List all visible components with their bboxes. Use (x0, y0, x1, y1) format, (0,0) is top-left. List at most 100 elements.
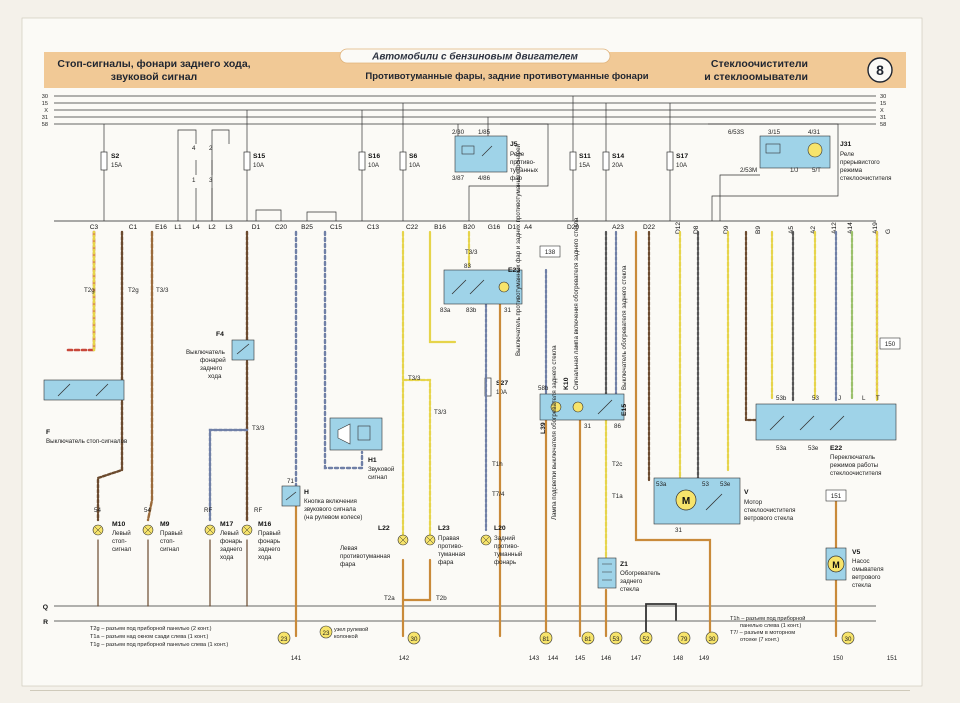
svg-text:T2a: T2a (384, 595, 395, 602)
svg-text:Реле: Реле (510, 151, 525, 158)
relay-j5: 2/30 1/85 3/87 4/86 J5 Реле противо- тум… (452, 117, 549, 221)
fuse-s17: S17 10A (666, 103, 688, 221)
conn-d20: D20 (567, 224, 579, 231)
svg-text:53e: 53e (720, 481, 731, 488)
svg-text:1/85: 1/85 (478, 129, 491, 136)
svg-text:туманных: туманных (510, 167, 539, 174)
sheet-number: 8 (876, 62, 884, 78)
svg-text:звукового сигнала: звукового сигнала (304, 506, 357, 513)
right-title-line1: Стеклоочистители (711, 58, 808, 70)
bus-labels: 30 15 X 31 58 30 15 X 31 58 Q R (42, 94, 886, 626)
notes-left: T2g – разъем под приборной панелью (2 ко… (90, 625, 228, 648)
svg-text:23: 23 (281, 636, 288, 643)
svg-text:узел рулевой: узел рулевой (334, 626, 368, 633)
conn-b25: B25 (301, 224, 313, 231)
svg-text:T: T (876, 395, 880, 402)
svg-text:71: 71 (287, 478, 294, 485)
wiper-switch-e22: 53b 53 J T 53a 53e L E22 Переключатель р… (755, 395, 897, 477)
wiper-motor-v: M 53a 53 53e 31 V Мотор стеклоочистителя… (653, 477, 796, 534)
svg-text:противотуманная: противотуманная (340, 553, 390, 560)
svg-text:L39: L39 (540, 422, 547, 434)
svg-text:S11: S11 (579, 153, 591, 160)
svg-text:H: H (304, 489, 309, 496)
svg-text:сигнал: сигнал (112, 546, 132, 553)
connector-labels: C3 C1 E16 L1 L4 L2 L3 D1 C20 B25 C15 C13… (90, 224, 656, 231)
svg-text:колонкой: колонкой (334, 633, 358, 640)
lamps: 54 M10 Левый стоп- сигнал 54 M9 Правый с… (92, 507, 523, 568)
svg-text:фонарь: фонарь (220, 538, 242, 545)
svg-text:T1a – разъем над окном сзади с: T1a – разъем над окном сзади слева (1 ко… (90, 634, 209, 640)
svg-text:15A: 15A (579, 162, 591, 169)
conn-d8: D8 (693, 225, 700, 234)
svg-text:S6: S6 (409, 153, 418, 160)
svg-text:сигнал: сигнал (368, 474, 388, 481)
svg-text:1/J: 1/J (790, 167, 798, 174)
svg-text:фонарь: фонарь (494, 559, 516, 566)
svg-text:J: J (838, 395, 841, 402)
header: Автомобили с бензиновым двигателем Стоп-… (44, 48, 906, 88)
svg-text:Правый: Правый (160, 530, 183, 537)
svg-text:10A: 10A (368, 162, 380, 169)
svg-text:T2c: T2c (612, 461, 622, 468)
bus-label-30-right: 30 (880, 94, 886, 100)
svg-text:F4: F4 (216, 331, 224, 338)
svg-text:T2b: T2b (436, 595, 447, 602)
conn-b16: B16 (434, 224, 446, 231)
conn-l4: L4 (192, 224, 200, 231)
svg-text:заднего: заднего (620, 578, 643, 585)
relay-j5-id: J5 (510, 141, 518, 148)
bus-lines (54, 95, 876, 622)
svg-text:146: 146 (601, 655, 612, 662)
svg-text:2/53M: 2/53M (740, 167, 757, 174)
side-refs: 138 150 151 (539, 245, 901, 502)
relay-j31-id: J31 (840, 141, 852, 148)
svg-text:T1g – разъем под приборной пан: T1g – разъем под приборной панелью слева… (90, 641, 228, 648)
svg-text:15A: 15A (111, 162, 123, 169)
svg-text:3/87: 3/87 (452, 175, 465, 182)
svg-text:10A: 10A (253, 162, 265, 169)
svg-text:L20: L20 (494, 525, 506, 532)
svg-text:фонарей: фонарей (200, 357, 226, 364)
rear-heater-switch-block: 58b 31 86 L39 Лампа подсветки выключател… (538, 217, 628, 520)
conn-c15: C15 (330, 224, 342, 231)
svg-text:T3/3: T3/3 (408, 375, 421, 382)
svg-text:Мотор: Мотор (744, 499, 763, 506)
wire-markers: T2g T2g T3/3 T3/3 T3/3 T3/3 T3/3 T1h T7/… (84, 249, 623, 602)
wires (64, 230, 879, 638)
center-subtitle: Противотуманные фары, задние противотума… (365, 71, 648, 82)
bus-label-58-right: 58 (880, 122, 886, 128)
svg-text:T1h – разъем под приборной: T1h – разъем под приборной (730, 615, 805, 622)
svg-text:сигнал: сигнал (160, 546, 180, 553)
lamp-l20: L20 Задний противо- туманный фонарь (480, 525, 523, 566)
svg-text:стеклоочистителя: стеклоочистителя (830, 470, 882, 477)
svg-text:M17: M17 (220, 521, 233, 528)
conn-d9: D9 (723, 225, 730, 234)
svg-text:хода: хода (220, 554, 234, 561)
svg-text:S14: S14 (612, 153, 624, 160)
conn-a23: A23 (612, 224, 624, 231)
svg-text:148: 148 (673, 655, 684, 662)
svg-text:E22: E22 (830, 445, 842, 452)
conn-a5: A5 (788, 226, 795, 234)
svg-text:T3/3: T3/3 (252, 425, 265, 432)
svg-text:79: 79 (681, 636, 688, 643)
conn-b20: B20 (463, 224, 475, 231)
fuse-s15: S15 10A (243, 110, 265, 221)
svg-text:23: 23 (323, 630, 330, 637)
svg-text:стеклоочистителя: стеклоочистителя (840, 175, 892, 182)
svg-text:52: 52 (643, 636, 650, 643)
conn-d1-b: D1 (508, 224, 517, 231)
l-term-1: 1 (192, 177, 196, 184)
bus-label-31: 31 (42, 115, 48, 121)
fuse-s16: S16 10A (358, 110, 380, 221)
conn-d1: D1 (252, 224, 261, 231)
fuse-s6: S6 10A (399, 103, 421, 221)
bus-label-x-right: X (880, 108, 884, 114)
conn-c13: C13 (367, 224, 379, 231)
e23-description: Выключатель противотуманных фар и задних… (515, 143, 522, 356)
svg-text:151: 151 (831, 493, 842, 500)
pump-m-symbol: M (832, 560, 840, 570)
svg-text:T1a: T1a (612, 493, 623, 500)
svg-text:5/T: 5/T (812, 167, 821, 174)
